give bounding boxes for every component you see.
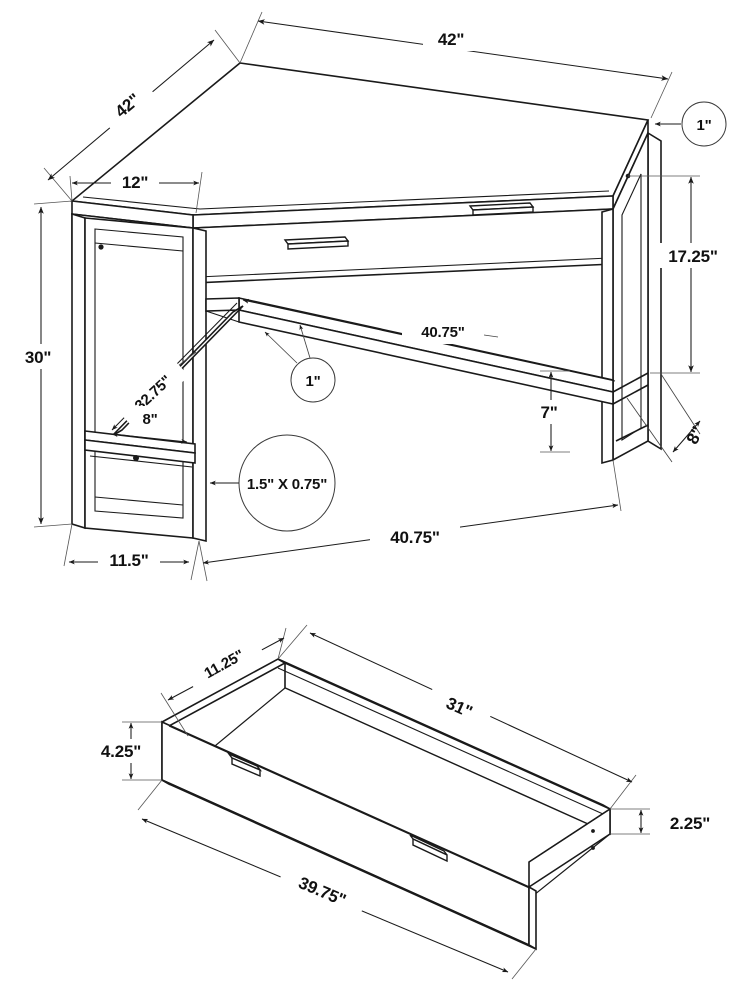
dimension-overall-height: 30": [10, 200, 73, 528]
dimension-label-shelf-length: 40.75": [421, 324, 465, 341]
desk-drawer-handle-right: [468, 202, 535, 216]
dimension-drawer-side-height: 4.25": [86, 721, 162, 781]
dimension-label-bevel: 12": [122, 173, 148, 192]
dimension-clearance-height: 17.25": [628, 175, 733, 374]
balloon-circle-top-thickness: [681, 101, 727, 147]
drawer-detail-view: 4.25" 11.25" 31": [86, 624, 728, 980]
callout-panel-thickness: 1": [264, 324, 336, 403]
desk-drawer-handle-left: [283, 236, 350, 250]
callout-frame-profile: 1.5" X 0.75": [209, 434, 336, 532]
desk-lower-shelf: [205, 297, 614, 405]
dimension-shelf-length: 40.75": [242, 298, 616, 382]
dimension-label-right-foot: 8": [683, 423, 708, 447]
dimension-label-clearance: 17.25": [668, 247, 717, 266]
dimension-label-drawer-back-height: 2.25": [670, 814, 710, 833]
dimension-side-depth: 11.5": [63, 523, 200, 581]
dimension-drawer-face-length: 39.75": [137, 779, 537, 980]
callout-label-frame-profile: 1.5" X 0.75": [247, 476, 327, 493]
dimension-top-bevel: 12": [69, 170, 203, 214]
dimension-label-brace-offset: 8": [142, 411, 157, 428]
desk-assembly-view: 42" 42" 12": [10, 11, 733, 582]
dimension-drawer-back-height: 2.25": [610, 808, 728, 835]
dimension-label-drawer-side-height: 4.25": [101, 742, 141, 761]
dimension-label-shelf-to-floor: 7": [540, 403, 557, 422]
drawer-handle-upper: [226, 752, 263, 778]
desk-top: [70, 62, 650, 229]
dimension-label-top-right: 42": [438, 30, 464, 49]
callout-label-panel-thickness: 1": [305, 373, 320, 390]
dimension-label-side-depth: 11.5": [109, 551, 148, 570]
dimension-label-overall-height: 30": [25, 348, 51, 367]
dimension-top-right-edge: 42": [239, 11, 673, 119]
dimension-shelf-to-floor: 7": [527, 370, 571, 453]
callout-label-top-thickness: 1": [696, 117, 711, 134]
dimension-brace-offset: 8": [111, 406, 188, 444]
dimension-base-width: 40.75": [198, 459, 622, 582]
dimension-label-base-width: 40.75": [390, 528, 439, 547]
callout-top-thickness: 1": [654, 101, 727, 147]
balloon-circle-panel-thickness: [290, 357, 336, 403]
